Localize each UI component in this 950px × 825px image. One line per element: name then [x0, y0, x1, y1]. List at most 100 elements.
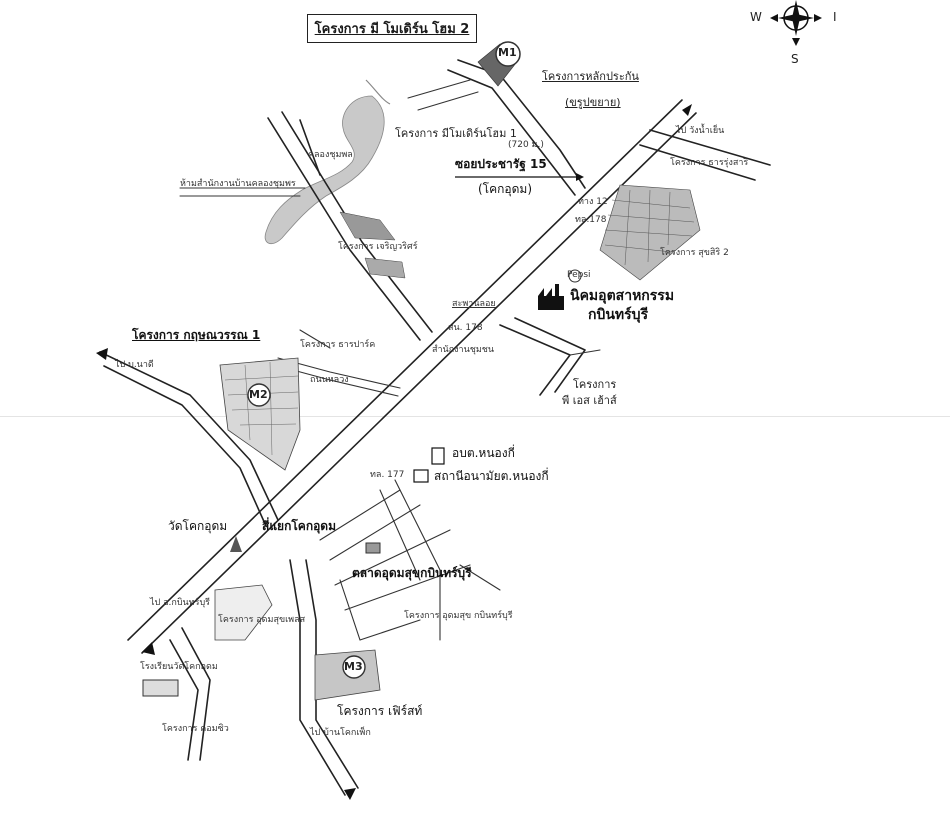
charoen-parcel	[339, 211, 396, 241]
label-me-modern-1: โครงการ มีโมเดิร์นโฮม 1	[395, 127, 517, 140]
highway-main-b	[141, 112, 697, 654]
m2-parcel	[219, 357, 301, 471]
label-intersection: สี่แยกโคกอุดม	[262, 519, 337, 533]
sukonthip-grid	[604, 189, 695, 266]
canal-upper	[365, 79, 391, 105]
temple-icon	[230, 536, 242, 552]
label-to-kabinburi: ไป อ.กบินทร์บุรี	[150, 598, 210, 608]
road-west-a	[99, 351, 279, 521]
ne-arrow-head	[682, 104, 692, 116]
market-r1	[319, 489, 401, 541]
market-c3	[339, 579, 361, 641]
highway-main-a	[127, 99, 683, 641]
school-building-icon	[142, 679, 179, 697]
label-soi-kham-pak2: (ขรูปขยาย)	[565, 96, 621, 109]
m1-label: M1	[498, 46, 517, 59]
label-sapan: สะพานลอย	[452, 299, 496, 309]
compass-w-label: W	[750, 10, 762, 24]
label-side-road: ถนนหลวง	[310, 375, 349, 385]
soi-arrow-head	[576, 173, 584, 181]
road-south-a	[289, 559, 346, 796]
label-udomsuk: โครงการ อุดมสุขเพลส	[218, 615, 306, 625]
label-to-ban: ไป บ้านโคกเพ็ก	[310, 728, 371, 738]
label-station: สน. 178	[448, 323, 483, 333]
label-health: สถานีอนามัยต.หนองกี่	[434, 469, 549, 483]
road-sw-b	[169, 639, 199, 761]
charoen-parcel-2	[364, 257, 406, 279]
label-canal: คลองชุมพล	[308, 150, 353, 160]
label-pt2: พี เอส เฮ้าส์	[562, 394, 617, 407]
label-hospital-small: ห้ามสำนักงานบ้านคลองชุมพร	[180, 179, 296, 189]
market-r3	[334, 529, 451, 586]
label-pepsi: Pepsi	[567, 270, 591, 280]
map-title: โครงการ มี โมเดิร์น โฮม 2	[307, 14, 477, 43]
label-distance: (720 ม.)	[508, 140, 544, 150]
udomsuk-parcel	[214, 584, 273, 641]
canal-water	[264, 95, 385, 245]
market-r5	[359, 619, 421, 641]
west-arrow-head	[96, 348, 108, 360]
road-ne-b	[639, 144, 756, 181]
label-industrial: นิคมอุตสาหกรรม	[570, 288, 675, 304]
scan-line	[0, 416, 950, 417]
market-r4	[344, 564, 471, 611]
obt-building-icon	[431, 447, 445, 465]
label-school: โรงเรียนวัดโคกอุดม	[140, 662, 218, 672]
compass-rose-icon	[770, 0, 822, 46]
m2-marker	[247, 383, 271, 407]
road-east-c	[569, 349, 601, 356]
market-c5	[459, 564, 501, 591]
road-west-b	[103, 365, 267, 527]
label-first: โครงการ เฟิร์สท์	[337, 704, 423, 718]
label-office-small: สำนักงานชุมชน	[432, 345, 495, 355]
label-sukonthip-small: โครงการ ธารรุ่งสาริ	[670, 158, 749, 168]
label-wat-khok: วัดโคกอุดม	[168, 519, 228, 533]
sukonthip-parcel	[599, 184, 701, 281]
label-khlong-12: ทาง 12	[578, 197, 608, 207]
road-m1-a	[457, 59, 586, 189]
market-c1	[379, 489, 421, 581]
m2-grid	[224, 361, 299, 456]
label-kanyawan: โครงการ กฤษณวรรณ 1	[132, 328, 261, 342]
market-r2	[329, 504, 421, 561]
m1-marker	[495, 41, 521, 67]
m2-label: M2	[249, 388, 268, 401]
compass-e-label: I	[833, 10, 837, 24]
label-sukonthip: โครงการ สุขสิริ 2	[660, 248, 729, 258]
label-tn: ทล.178	[575, 215, 607, 225]
s-arrow-head	[344, 788, 356, 800]
label-soi-kham-pak: โครงการหลักประกัน	[542, 70, 639, 83]
road-nw-a	[267, 117, 421, 341]
label-udom-project: โครงการ อุดมสุข กบินทร์บุรี	[404, 611, 513, 621]
label-rachawadee: โครงการ ธารปาร์ค	[300, 340, 376, 350]
label-industrial-2: กบินทร์บุรี	[588, 307, 649, 323]
sw-arrow-head	[142, 642, 155, 655]
label-khok-udom-paren: (โคกอุดม)	[478, 182, 533, 196]
road-east-b	[514, 317, 586, 393]
road-m1-branch2	[417, 91, 479, 111]
health-building-icon	[413, 469, 429, 483]
label-small-project: โครงการ คอมซิว	[162, 724, 229, 734]
road-sw-a	[181, 627, 211, 761]
label-market: ตลาดอุดมสุขกบินทร์บุรี	[352, 566, 472, 580]
label-station-177: ทล. 177	[370, 470, 405, 480]
m3-label: M3	[344, 660, 363, 673]
compass-s-label: S	[791, 52, 799, 66]
road-tl-a	[299, 119, 321, 176]
road-m1-branch	[407, 79, 471, 99]
road-ne-a	[649, 129, 771, 166]
label-wang: ไป วังน้ำเย็น	[676, 126, 725, 136]
road-nw-b	[281, 111, 433, 333]
label-soi-pracharat: ซอยประชารัฐ 15	[455, 157, 547, 171]
label-pt: โครงการ	[573, 378, 617, 391]
factory-icon	[538, 284, 564, 310]
market-building-icon	[365, 542, 381, 554]
road-m2-a	[299, 329, 331, 349]
pepsi-logo-icon	[568, 269, 582, 283]
market-c2	[394, 479, 441, 571]
label-charoen: โครงการ เจริญวริศร์	[338, 242, 418, 252]
label-to-kabin: ไป บ.นาดี	[115, 360, 154, 370]
m3-marker	[342, 655, 366, 679]
label-obt: อบต.หนองกี่	[452, 446, 515, 460]
